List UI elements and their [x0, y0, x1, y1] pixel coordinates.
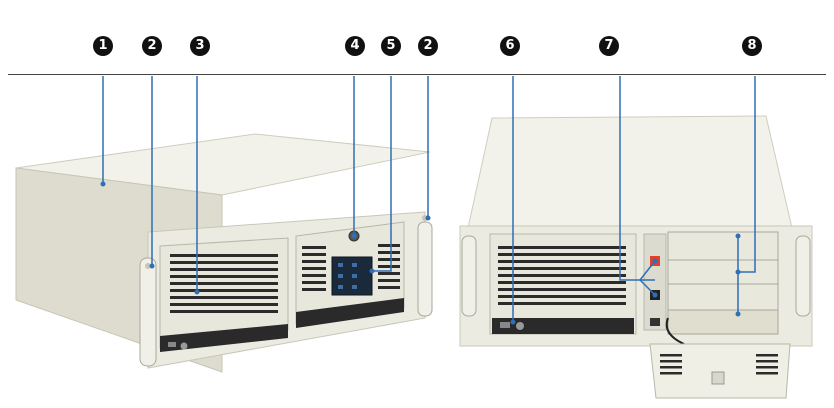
right-door-bottom-strip: [296, 298, 404, 328]
callout-1: 1: [93, 36, 113, 56]
left-door-vents: [170, 254, 278, 313]
right-rack-handle-right: [795, 235, 811, 317]
right-left-door-vents: [498, 246, 626, 305]
drive-bay-4: [667, 309, 779, 335]
open-door-vents: [660, 354, 778, 375]
right-chassis-top: [467, 115, 793, 229]
switch-column: [643, 233, 667, 331]
left-rack-handle: [139, 257, 157, 367]
cable: [665, 317, 685, 345]
leader-endpoints: [100, 181, 741, 325]
ps2-port: [180, 342, 188, 350]
left-chassis: [15, 133, 433, 373]
right-rack-handle-left: [461, 235, 477, 317]
right-rack-handle: [417, 221, 433, 317]
callout-7: 7: [599, 36, 619, 56]
callout-5: 5: [381, 36, 401, 56]
led-indicators: [338, 263, 357, 289]
drive-bay-2: [667, 259, 779, 285]
right-door-vents-left: [302, 246, 326, 291]
usb-port-1: [168, 342, 176, 347]
leader-8: [738, 76, 756, 273]
open-bottom-door: [649, 343, 791, 399]
leader-7: [619, 76, 655, 281]
drive-bay-3: [667, 283, 779, 311]
leader-7-tick-a: [639, 260, 656, 281]
callout-3: 3: [190, 36, 210, 56]
right-ps2-port: [516, 322, 524, 330]
drive-bay-1: [667, 231, 779, 261]
leader-5: [372, 76, 392, 272]
right-port-strip: [492, 318, 634, 334]
leader-lines: [102, 76, 756, 322]
header-rule: [8, 74, 826, 75]
left-port-strip: [160, 324, 288, 352]
leader-7-tick-b: [639, 279, 656, 296]
callout-2-right: 2: [418, 36, 438, 56]
callout-2-left: 2: [142, 36, 162, 56]
fuse-switch: [650, 318, 660, 326]
callout-8: 8: [742, 36, 762, 56]
callout-4: 4: [345, 36, 365, 56]
right-usb-port: [500, 322, 510, 328]
open-door-latch: [711, 371, 725, 385]
callout-6: 6: [500, 36, 520, 56]
right-door-vents-right: [378, 244, 400, 289]
right-chassis: [459, 115, 813, 399]
